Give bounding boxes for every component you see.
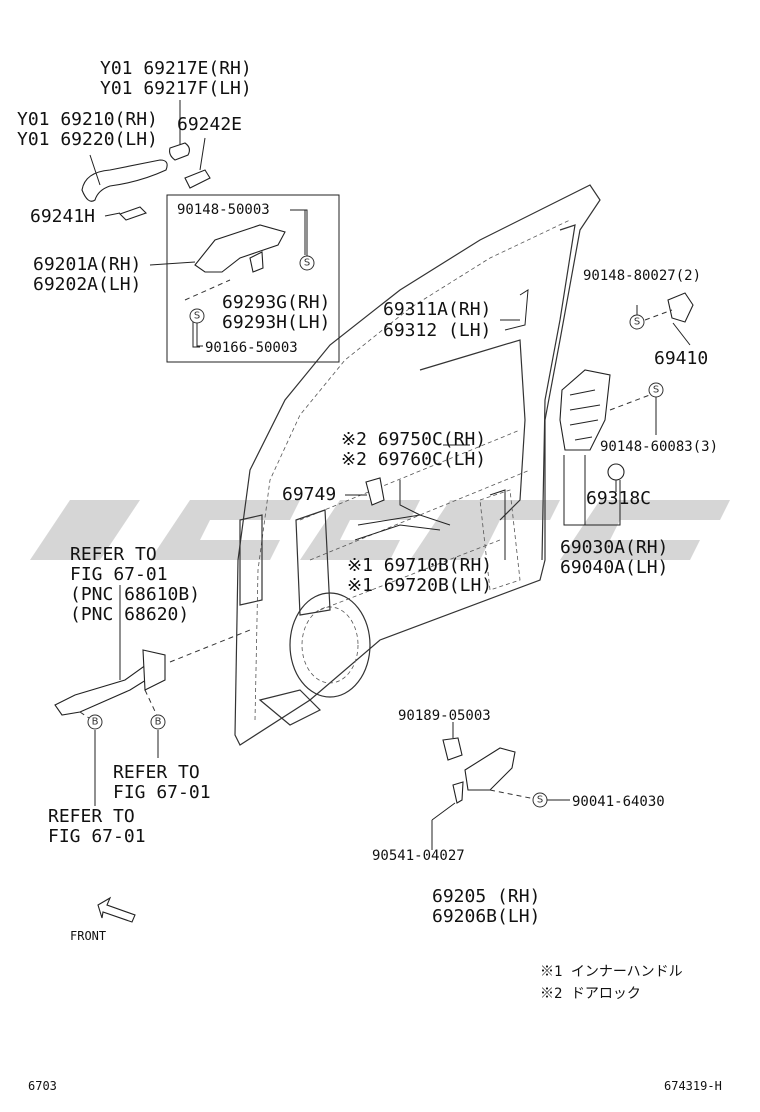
figure-number: 6703 xyxy=(28,1079,57,1093)
label-90041-64030: 90041-64030 xyxy=(572,794,665,810)
handle-frame-box xyxy=(149,194,340,363)
label-90541-04027: 90541-04027 xyxy=(372,848,465,864)
label-69220: Y01 69220(LH) xyxy=(17,129,158,150)
label-front: FRONT xyxy=(70,929,106,943)
svg-text:S: S xyxy=(304,258,310,269)
label-refer2-b: FIG 67-01 xyxy=(113,782,211,803)
label-69312: 69312 (LH) xyxy=(383,320,491,341)
label-69720b: ※1 69720B(LH) xyxy=(347,575,492,596)
door-frame xyxy=(234,184,601,746)
rods-and-cables xyxy=(345,289,529,560)
label-69710b: ※1 69710B(RH) xyxy=(347,555,492,576)
label-69311a: 69311A(RH) xyxy=(383,299,491,320)
label-90189-05003: 90189-05003 xyxy=(398,708,491,724)
label-90166-50003: 90166-50003 xyxy=(205,340,298,356)
label-69202a: 69202A(LH) xyxy=(33,274,141,295)
label-refer3-b: FIG 67-01 xyxy=(48,826,146,847)
label-refer1-d: (PNC 68620) xyxy=(70,604,189,625)
label-refer3-a: REFER TO xyxy=(48,806,135,827)
door-check xyxy=(54,585,251,806)
label-69040a: 69040A(LH) xyxy=(560,557,668,578)
svg-text:B: B xyxy=(155,717,162,728)
svg-text:S: S xyxy=(634,317,640,328)
label-refer1-b: FIG 67-01 xyxy=(70,564,168,585)
b-marker-icon: B B xyxy=(87,714,166,730)
label-69241h: 69241H xyxy=(30,206,95,227)
label-90148-60083: 90148-60083(3) xyxy=(600,439,718,455)
leader-lines xyxy=(196,209,657,801)
label-69201a: 69201A(RH) xyxy=(33,254,141,275)
note-inner-handle: ※1 インナーハンドル xyxy=(540,964,683,980)
label-69293h: 69293H(LH) xyxy=(222,312,330,333)
label-refer1-c: (PNC 68610B) xyxy=(70,584,200,605)
note-door-lock: ※2 ドアロック xyxy=(540,986,641,1002)
s-marker-icon: S S S S S xyxy=(189,255,664,808)
outside-handle xyxy=(81,100,211,221)
label-69205: 69205 (RH) xyxy=(432,886,540,907)
label-69750c: ※2 69750C(RH) xyxy=(341,429,486,450)
front-arrow-icon xyxy=(97,896,136,923)
svg-text:B: B xyxy=(92,717,99,728)
door-lock-assembly xyxy=(559,292,694,526)
label-69293g: 69293G(RH) xyxy=(222,292,330,313)
part-labels: Y01 69217E(RH) Y01 69217F(LH) Y01 69210(… xyxy=(17,58,722,1093)
label-69217f: Y01 69217F(LH) xyxy=(100,78,252,99)
inside-handle xyxy=(431,722,541,850)
svg-text:S: S xyxy=(537,795,543,806)
svg-text:S: S xyxy=(194,311,200,322)
label-69410: 69410 xyxy=(654,348,708,369)
label-69318c: 69318C xyxy=(586,488,651,509)
label-refer1-a: REFER TO xyxy=(70,544,157,565)
label-69210: Y01 69210(RH) xyxy=(17,109,158,130)
label-69760c: ※2 69760C(LH) xyxy=(341,449,486,470)
svg-text:S: S xyxy=(653,385,659,396)
label-69030a: 69030A(RH) xyxy=(560,537,668,558)
label-69206b: 69206B(LH) xyxy=(432,906,540,927)
label-refer2-a: REFER TO xyxy=(113,762,200,783)
label-90148-80027: 90148-80027(2) xyxy=(583,268,701,284)
label-69242e: 69242E xyxy=(177,114,242,135)
label-69217e: Y01 69217E(RH) xyxy=(100,58,252,79)
reference-number: 674319-H xyxy=(664,1079,722,1093)
label-90148-50003: 90148-50003 xyxy=(177,202,270,218)
label-69749: 69749 xyxy=(282,484,336,505)
